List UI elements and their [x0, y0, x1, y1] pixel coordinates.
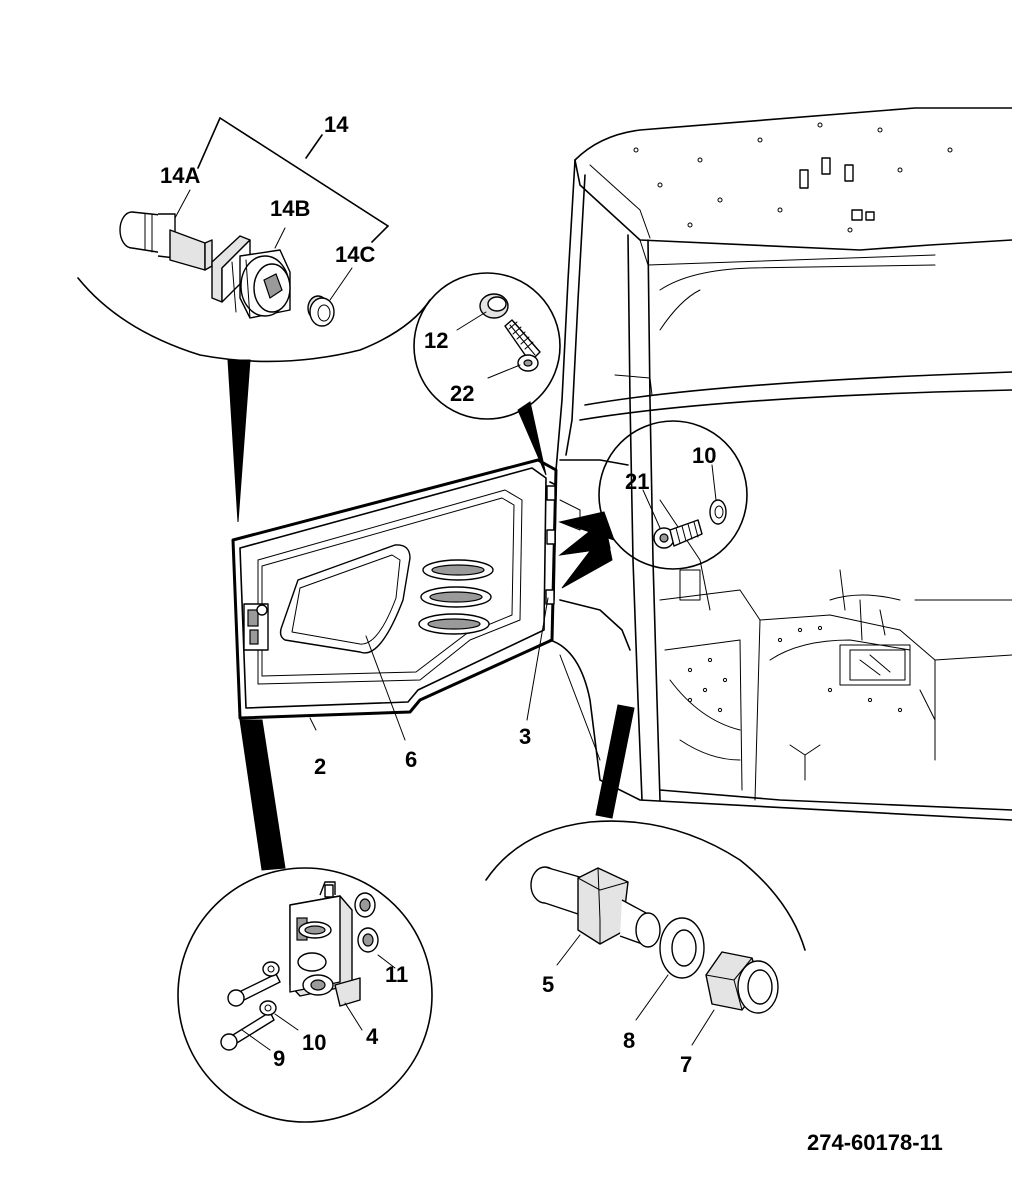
label-3: 3 — [519, 724, 531, 749]
label-6: 6 — [405, 747, 417, 772]
callout-labels: 14 14A 14B 14C 12 22 21 10 2 6 3 11 4 10… — [160, 112, 716, 1077]
label-2: 2 — [314, 754, 326, 779]
label-9: 9 — [273, 1046, 285, 1071]
inset-14-lock-assembly — [77, 117, 431, 523]
label-11: 11 — [385, 962, 408, 987]
label-14a: 14A — [160, 163, 200, 188]
inset-12-22-hinge-bolt — [413, 272, 561, 476]
part-14a-lock-barrel — [119, 211, 213, 271]
part-14c-cap — [307, 295, 335, 327]
label-10-hinge: 10 — [692, 443, 716, 468]
label-8: 8 — [623, 1028, 635, 1053]
label-5: 5 — [542, 972, 554, 997]
part-5-hinge-pin — [530, 866, 661, 948]
label-10-latch: 10 — [302, 1030, 326, 1055]
cab-frame — [549, 107, 1012, 821]
label-7: 7 — [680, 1052, 692, 1077]
inset-hinge-pin-assembly — [485, 704, 806, 1046]
label-14c: 14C — [335, 242, 375, 267]
part-8-washer — [659, 917, 705, 979]
door-panel — [231, 458, 581, 720]
part-7-nut — [705, 951, 779, 1014]
inset-21-10-hinge-screw — [558, 420, 748, 589]
label-4: 4 — [366, 1024, 379, 1049]
label-14: 14 — [324, 112, 349, 137]
part-14b-lock-housing — [211, 235, 291, 319]
label-22: 22 — [450, 381, 474, 406]
reference-number: 274-60178-11 — [807, 1130, 943, 1155]
inset-latch-assembly — [177, 719, 433, 1123]
label-21: 21 — [625, 469, 649, 494]
label-14b: 14B — [270, 196, 310, 221]
label-12: 12 — [424, 328, 448, 353]
